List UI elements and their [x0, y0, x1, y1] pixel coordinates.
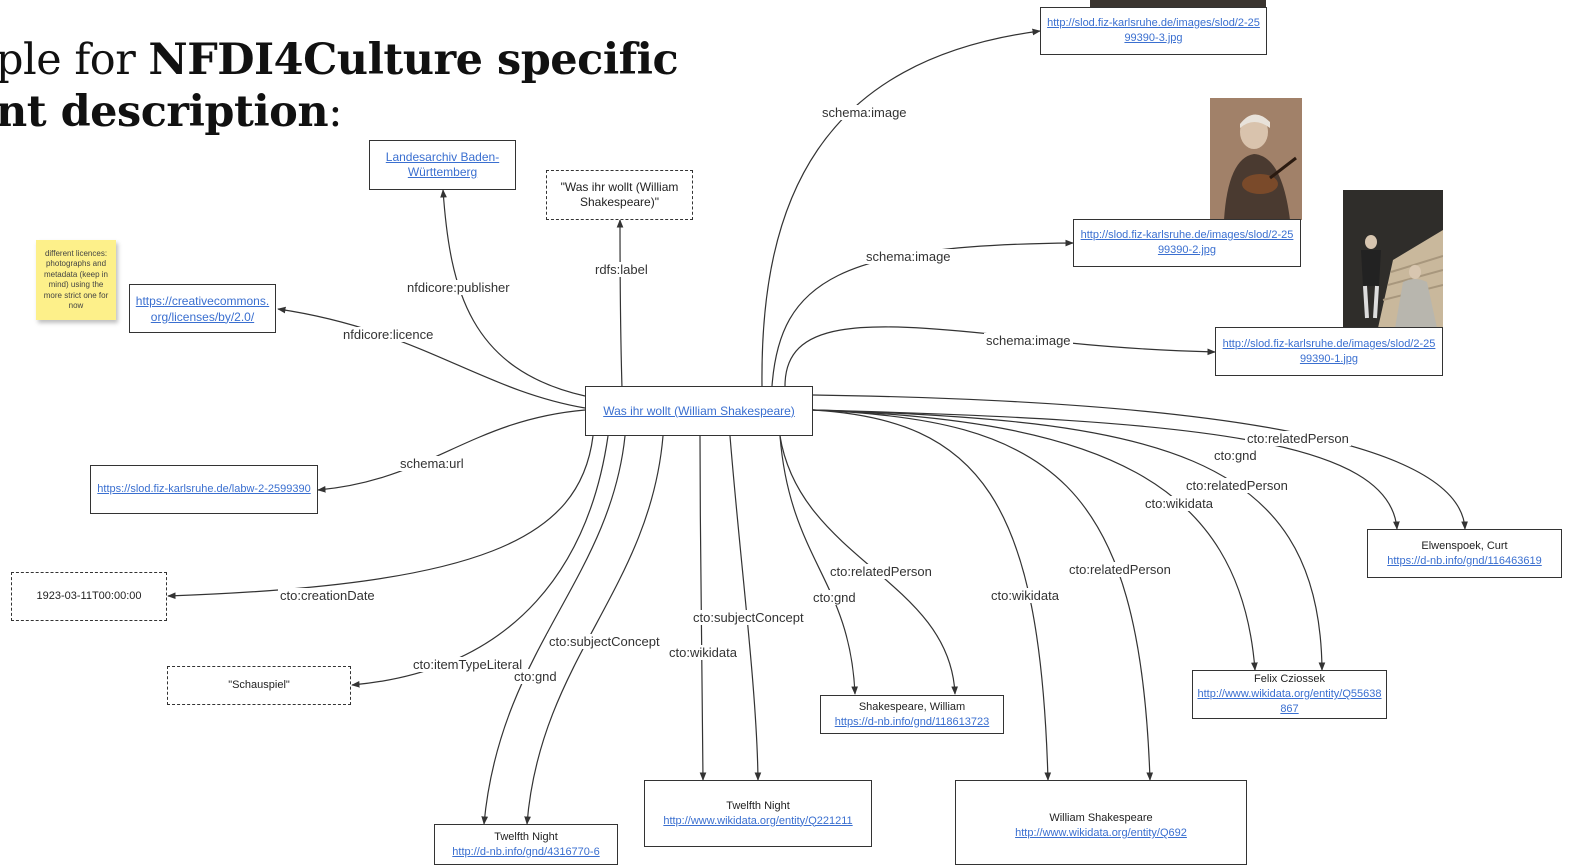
node-url-link[interactable]: https://slod.fiz-karlsruhe.de/labw-2-259…: [97, 483, 311, 495]
node-elwenspoek-link[interactable]: https://d-nb.info/gnd/116463619: [1387, 554, 1542, 567]
node-publisher-link[interactable]: Landesarchiv Baden-Württemberg: [385, 150, 500, 179]
edge-label-gnd-2: cto:gnd: [811, 590, 858, 605]
photo-top-partial: [1090, 0, 1266, 7]
edge-related2: [812, 409, 1154, 781]
edge-related4: [812, 394, 1468, 530]
edge-label-wikidata-2: cto:wikidata: [989, 588, 1061, 603]
title-prefix: ple for: [0, 35, 149, 85]
sticky-note: different licences: photographs and meta…: [36, 240, 116, 320]
edge-label-related-person-3: cto:relatedPerson: [1184, 478, 1290, 493]
edge-gnd3: [812, 409, 1400, 530]
edge-label-related-person-1: cto:relatedPerson: [828, 564, 934, 579]
node-creation-date-text: 1923-03-11T00:00:00: [36, 590, 142, 602]
edge-itemtype: [351, 435, 609, 688]
edge-gnd2: [779, 435, 859, 695]
node-shakespeare-wikidata[interactable]: William Shakespeare http://www.wikidata.…: [955, 780, 1247, 865]
photo-actor-instrument: [1210, 98, 1302, 220]
edge-publisher: [440, 189, 586, 397]
edge-label-itemtype: cto:itemTypeLiteral: [411, 657, 525, 672]
node-felix-cziossek-name: Felix Cziossek: [1254, 673, 1325, 685]
edge-subject1: [524, 435, 664, 825]
node-twelfth-night-wikidata[interactable]: Twelfth Night http://www.wikidata.org/en…: [644, 780, 872, 847]
node-image-2-link[interactable]: http://slod.fiz-karlsruhe.de/images/slod…: [1080, 229, 1294, 256]
edge-label-rdfs-label: rdfs:label: [593, 262, 650, 277]
node-twelfth-night-gnd[interactable]: Twelfth Night http://d-nb.info/gnd/43167…: [434, 824, 618, 865]
node-elwenspoek-name: Elwenspoek, Curt: [1421, 539, 1508, 552]
edge-label-image-mid: schema:image: [864, 249, 953, 264]
edge-subject2: [729, 435, 762, 781]
edge-image-top: [761, 28, 1041, 387]
edge-label-subject-concept-2: cto:subjectConcept: [691, 610, 806, 625]
node-elwenspoek[interactable]: Elwenspoek, Curt https://d-nb.info/gnd/1…: [1367, 529, 1562, 578]
node-shakespeare-wikidata-name: William Shakespeare: [1049, 812, 1153, 824]
edge-wikidata2: [812, 409, 1052, 781]
edge-wikidata1: [699, 435, 707, 781]
node-image-3-link[interactable]: http://slod.fiz-karlsruhe.de/images/slod…: [1047, 17, 1260, 44]
node-twelfth-night-wikidata-link[interactable]: http://www.wikidata.org/entity/Q221211: [663, 814, 853, 827]
node-licence-link[interactable]: https://creativecommons.org/licenses/by/…: [135, 293, 270, 324]
edge-gnd1: [481, 435, 626, 825]
edge-related3: [812, 409, 1326, 671]
node-shakespeare-gnd[interactable]: Shakespeare, William https://d-nb.info/g…: [820, 695, 1004, 734]
edge-label-image-low: schema:image: [984, 333, 1073, 348]
node-image-1-link[interactable]: http://slod.fiz-karlsruhe.de/images/slod…: [1222, 337, 1436, 365]
node-publisher[interactable]: Landesarchiv Baden-Württemberg: [369, 140, 516, 190]
node-center-link[interactable]: Was ihr wollt (William Shakespeare): [603, 404, 795, 418]
node-label-literal: "Was ihr wollt (William Shakespeare)": [546, 170, 693, 220]
node-twelfth-night-wikidata-name: Twelfth Night: [726, 799, 790, 812]
edge-label-gnd-1: cto:gnd: [512, 669, 559, 684]
edge-label-subject-concept-1: cto:subjectConcept: [547, 634, 662, 649]
node-image-2[interactable]: http://slod.fiz-karlsruhe.de/images/slod…: [1073, 219, 1301, 267]
node-url[interactable]: https://slod.fiz-karlsruhe.de/labw-2-259…: [90, 465, 318, 514]
node-image-3[interactable]: http://slod.fiz-karlsruhe.de/images/slod…: [1040, 7, 1267, 55]
edge-label-creation-date: cto:creationDate: [278, 588, 377, 603]
node-felix-cziossek[interactable]: Felix Cziossek http://www.wikidata.org/e…: [1192, 670, 1387, 719]
node-shakespeare-wikidata-link[interactable]: http://www.wikidata.org/entity/Q692: [1015, 827, 1187, 839]
edge-label-wikidata-1: cto:wikidata: [667, 645, 739, 660]
edge-label-wikidata-3: cto:wikidata: [1143, 496, 1215, 511]
title-bold-line1: NFDI4Culture specific: [148, 35, 679, 85]
title-suffix: :: [328, 87, 343, 137]
edge-licence: [277, 306, 586, 409]
node-itemtype-text: "Schauspiel": [228, 679, 290, 691]
node-center[interactable]: Was ihr wollt (William Shakespeare): [585, 386, 813, 436]
edge-label-gnd-3: cto:gnd: [1212, 448, 1259, 463]
node-licence[interactable]: https://creativecommons.org/licenses/by/…: [129, 284, 276, 333]
node-creation-date: 1923-03-11T00:00:00: [11, 572, 167, 621]
node-twelfth-night-gnd-link[interactable]: http://d-nb.info/gnd/4316770-6: [452, 845, 600, 858]
actor-instrument-image: [1210, 98, 1302, 220]
edge-label-publisher: nfdicore:publisher: [405, 280, 512, 295]
edge-image-mid: [771, 239, 1074, 387]
edge-label-licence: nfdicore:licence: [341, 327, 436, 342]
node-shakespeare-gnd-link[interactable]: https://d-nb.info/gnd/118613723: [834, 715, 990, 728]
edge-label-url: schema:url: [398, 456, 466, 471]
edge-url: [317, 409, 586, 493]
edge-label-related-person-4: cto:relatedPerson: [1245, 431, 1351, 446]
node-itemtype: "Schauspiel": [167, 666, 351, 705]
node-twelfth-night-gnd-name: Twelfth Night: [494, 830, 558, 843]
photo-stage-scene: [1343, 190, 1443, 328]
node-shakespeare-gnd-name: Shakespeare, William: [858, 700, 966, 713]
edge-wikidata3: [812, 409, 1258, 671]
node-label-literal-text: "Was ihr wollt (William Shakespeare)": [560, 180, 679, 209]
edge-label-image-top: schema:image: [820, 105, 909, 120]
edge-label: [616, 219, 624, 389]
title-bold-line2: nt description: [0, 87, 329, 137]
node-felix-cziossek-link[interactable]: http://www.wikidata.org/entity/Q55638867: [1197, 688, 1382, 715]
edge-creation: [167, 435, 594, 600]
edge-label-related-person-2: cto:relatedPerson: [1067, 562, 1173, 577]
stage-scene-image: [1343, 190, 1443, 328]
node-image-1[interactable]: http://slod.fiz-karlsruhe.de/images/slod…: [1215, 327, 1443, 376]
